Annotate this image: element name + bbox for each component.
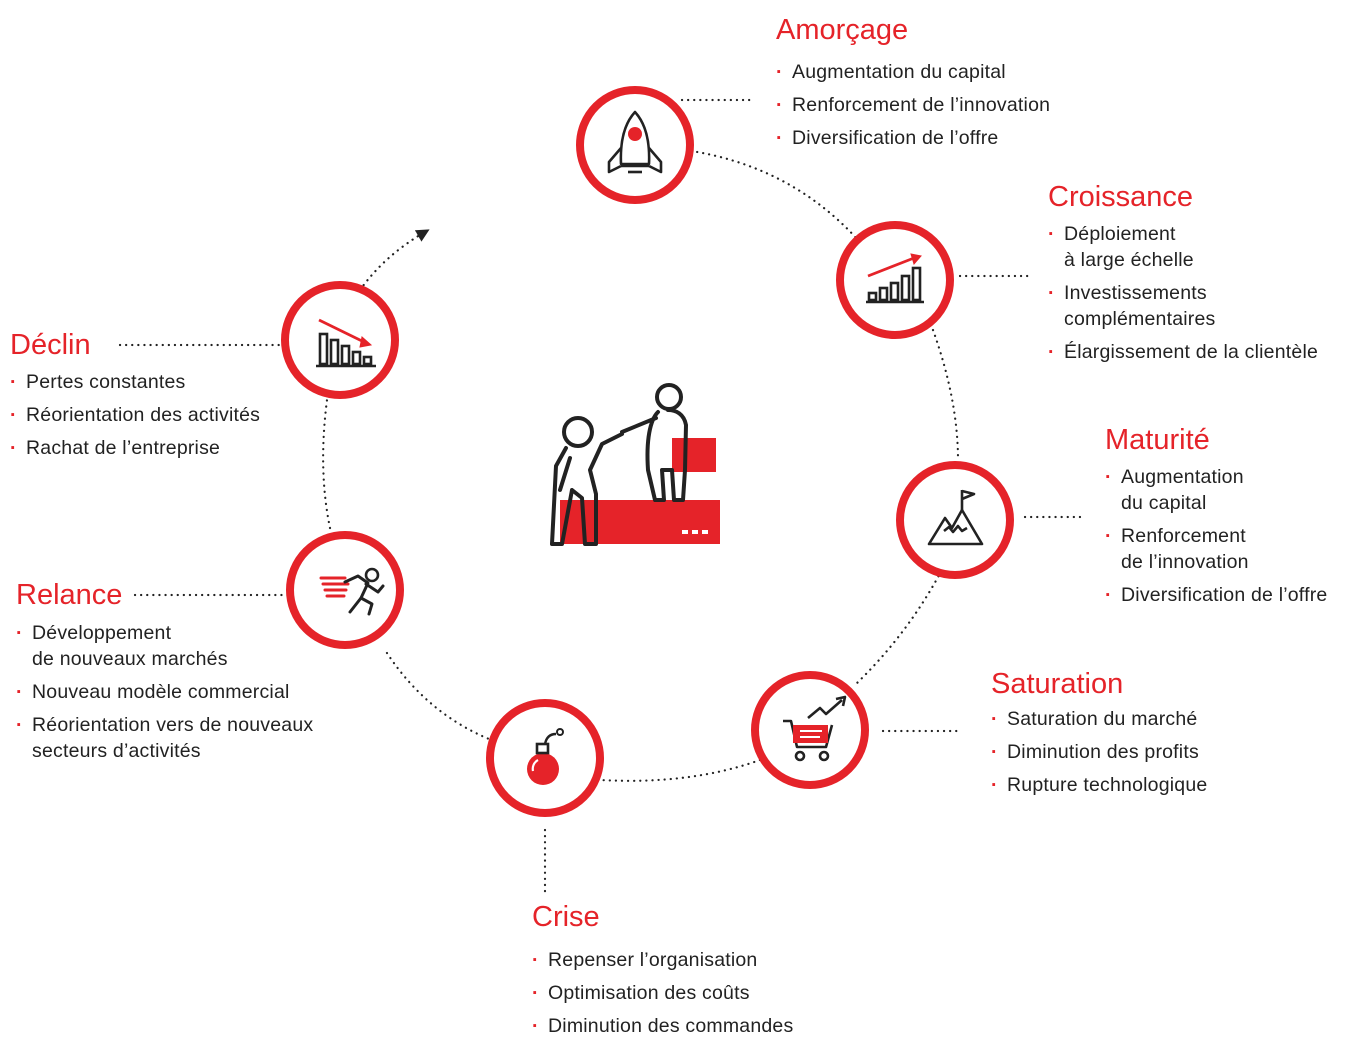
rocket-icon	[607, 110, 663, 174]
circle-croissance	[836, 221, 954, 339]
circle-amorcage	[576, 86, 694, 204]
stage-item: Élargissement de la clientèle	[1048, 339, 1318, 365]
circle-declin	[281, 281, 399, 399]
running-man-icon	[319, 567, 385, 616]
stage-item-line: de nouveaux marchés	[32, 648, 228, 670]
stage-item-line: Augmentation du capital	[792, 61, 1006, 83]
stage-item-line: Diminution des profits	[1007, 741, 1199, 763]
stage-item-line: Réorientation des activités	[26, 404, 261, 426]
stage-item: Réorientation vers de nouveaux secteurs d…	[16, 712, 313, 764]
stage-items-relance: Développement de nouveaux marchésNouveau …	[16, 620, 313, 771]
stage-title-declin: Déclin	[10, 329, 91, 361]
stage-item-line: du capital	[1121, 492, 1207, 514]
stage-item: Pertes constantes	[10, 369, 260, 395]
stage-item-line: Augmentation	[1121, 466, 1244, 488]
declining-chart-icon	[316, 318, 376, 368]
stage-items-maturite: Augmentation du capitalRenforcement de l’i…	[1105, 464, 1327, 615]
stage-item: Rupture technologique	[991, 772, 1207, 798]
stage-item-line: Développement	[32, 622, 172, 644]
stage-item: Réorientation des activités	[10, 402, 260, 428]
stage-circles	[281, 86, 1014, 817]
stage-item-line: Rachat de l’entreprise	[26, 437, 221, 459]
stage-item-line: Déploiement	[1064, 223, 1176, 245]
stage-item: Augmentation du capital	[776, 59, 1050, 85]
helping-hand-climb-icon	[550, 383, 720, 546]
stage-item: Repenser l’organisation	[532, 947, 793, 973]
stage-item-line: de l’innovation	[1121, 551, 1249, 573]
mountain-flag-icon	[927, 489, 984, 546]
stage-item: Saturation du marché	[991, 706, 1207, 732]
stage-title-relance: Relance	[16, 579, 123, 611]
stage-item-line: Repenser l’organisation	[548, 949, 758, 971]
stage-item: Optimisation des coûts	[532, 980, 793, 1006]
stage-item-line: Renforcement de l’innovation	[792, 94, 1051, 116]
stage-title-crise: Crise	[532, 901, 600, 933]
stage-items-saturation: Saturation du marchéDiminution des profi…	[991, 706, 1207, 805]
stage-item: Diminution des profits	[991, 739, 1207, 765]
stage-item: Rachat de l’entreprise	[10, 435, 260, 461]
stage-item-line: Élargissement de la clientèle	[1064, 341, 1319, 363]
stage-item-line: complémentaires	[1064, 308, 1216, 330]
stage-item-line: Pertes constantes	[26, 371, 186, 393]
stage-item-line: Investissements	[1064, 282, 1207, 304]
stage-item: Investissements complémentaires	[1048, 280, 1318, 332]
stage-item: Déploiement à large échelle	[1048, 221, 1318, 273]
stage-items-crise: Repenser l’organisationOptimisation des …	[532, 947, 793, 1046]
shopping-cart-icon	[783, 695, 847, 762]
stage-title-croissance: Croissance	[1048, 181, 1194, 213]
stage-item: Diminution des commandes	[532, 1013, 793, 1039]
stage-item: Renforcement de l’innovation	[776, 92, 1050, 118]
stage-item: Augmentation du capital	[1105, 464, 1327, 516]
stage-item-line: Nouveau modèle commercial	[32, 681, 290, 703]
stage-item-line: Optimisation des coûts	[548, 982, 750, 1004]
stage-title-amorcage: Amorçage	[776, 14, 909, 46]
stage-item-line: secteurs d’activités	[32, 740, 201, 762]
stage-items-croissance: Déploiement à large échelleInvestissement…	[1048, 221, 1318, 372]
stage-item-line: à large échelle	[1064, 249, 1194, 271]
stage-item: Diversification de l’offre	[1105, 582, 1327, 608]
stage-item-line: Rupture technologique	[1007, 774, 1208, 796]
stage-title-saturation: Saturation	[991, 668, 1124, 700]
bomb-icon	[527, 728, 564, 785]
stage-item-line: Réorientation vers de nouveaux	[32, 714, 314, 736]
stage-title-maturite: Maturité	[1105, 424, 1210, 456]
stage-item-line: Renforcement	[1121, 525, 1246, 547]
stage-item: Diversification de l’offre	[776, 125, 1050, 151]
stage-item-line: Diminution des commandes	[548, 1015, 794, 1037]
stage-item-line: Saturation du marché	[1007, 708, 1198, 730]
stage-item: Développement de nouveaux marchés	[16, 620, 313, 672]
growth-chart-icon	[866, 253, 924, 304]
stage-item-line: Diversification de l’offre	[792, 127, 999, 149]
stage-item-line: Diversification de l’offre	[1121, 584, 1328, 606]
stage-items-amorcage: Augmentation du capitalRenforcement de l…	[776, 59, 1050, 158]
connector-lines	[118, 98, 1087, 894]
stage-item: Nouveau modèle commercial	[16, 679, 313, 705]
stage-item: Renforcement de l’innovation	[1105, 523, 1327, 575]
stage-items-declin: Pertes constantesRéorientation des activ…	[10, 369, 260, 468]
